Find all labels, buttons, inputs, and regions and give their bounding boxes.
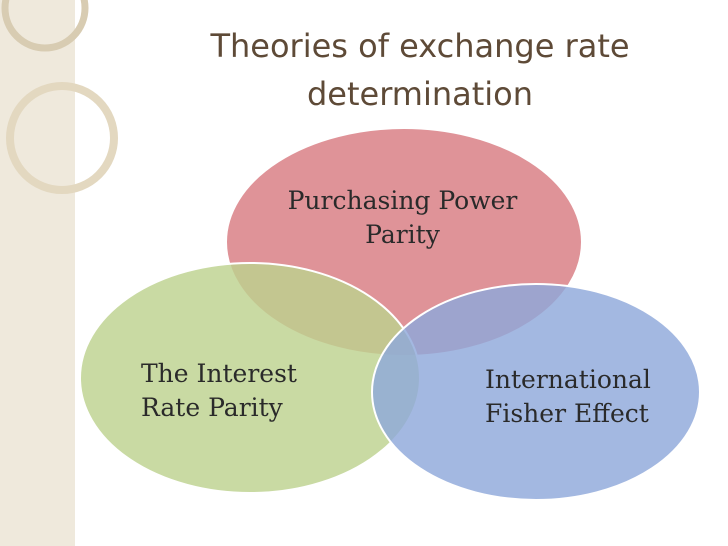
label-top-line-1: Purchasing Power: [250, 184, 555, 218]
label-purchasing-power-parity: Purchasing Power Parity: [250, 184, 555, 252]
label-top-line-2: Parity: [250, 218, 555, 252]
label-right-line-1: International: [485, 363, 685, 397]
label-left-line-2: Rate Parity: [141, 391, 341, 425]
label-interest-rate-parity: The Interest Rate Parity: [141, 357, 341, 425]
label-left-line-1: The Interest: [141, 357, 341, 391]
label-international-fisher-effect: International Fisher Effect: [485, 363, 685, 431]
label-right-line-2: Fisher Effect: [485, 397, 685, 431]
